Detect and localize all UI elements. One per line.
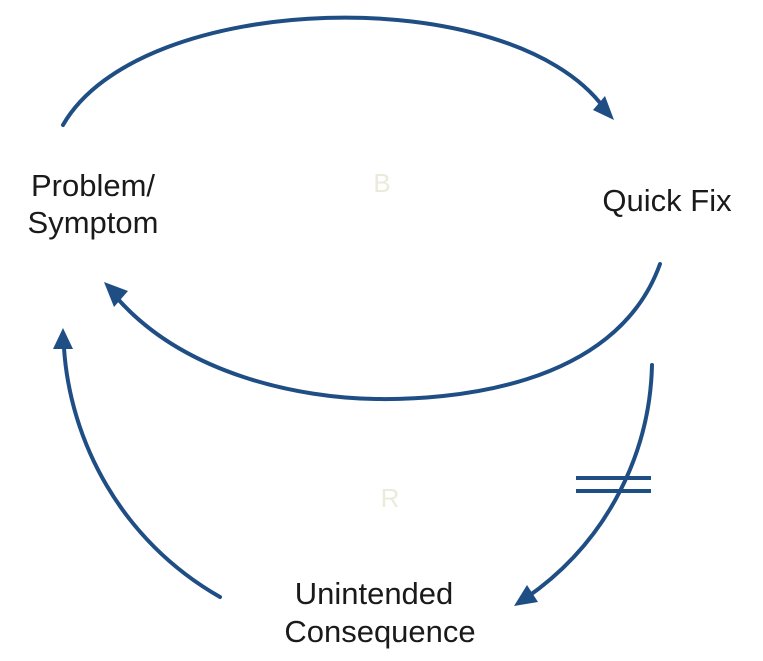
arrowhead-problem-lower-icon xyxy=(53,328,73,349)
node-problem-line1: Problem/ xyxy=(31,168,155,203)
node-consequence-line1: Unintended xyxy=(295,576,454,611)
loop-label-reinforcing: R xyxy=(381,483,400,513)
arrowhead-consequence-icon xyxy=(514,585,538,606)
arc-consequence-to-problem xyxy=(62,346,222,599)
node-problem-line2: Symptom xyxy=(28,205,159,240)
arc-quickfix-to-problem xyxy=(115,262,662,402)
arrowhead-quickfix-icon xyxy=(593,96,614,120)
arrowhead-problem-icon xyxy=(104,282,128,307)
loop-label-balancing: B xyxy=(373,168,390,198)
node-consequence-line2: Consequence xyxy=(284,614,475,649)
node-quick-fix: Quick Fix xyxy=(602,183,732,218)
arc-problem-to-quickfix xyxy=(61,15,606,127)
arc-quickfix-to-consequence xyxy=(524,363,654,600)
